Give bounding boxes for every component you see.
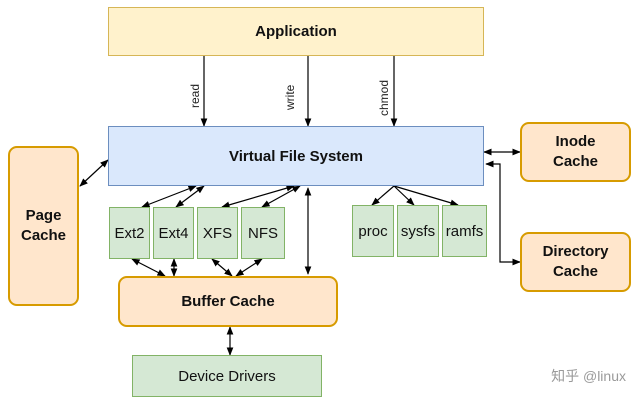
fs-nfs-label: NFS — [248, 224, 278, 242]
chmod-label: chmod — [377, 79, 391, 116]
fs-proc-label: proc — [358, 222, 388, 240]
vfs-directory-arrow — [485, 160, 521, 266]
inode-cache-box: Inode Cache — [520, 122, 631, 182]
fs-proc-box: proc — [352, 205, 394, 257]
page-cache-vfs-arrow — [79, 159, 109, 187]
xfs-buffer-arrow — [211, 258, 233, 277]
nfs-buffer-arrow — [235, 258, 263, 277]
fs-sysfs-label: sysfs — [400, 222, 436, 240]
vfs-ramfs-arrow — [393, 185, 459, 207]
fs-nfs-box: NFS — [241, 207, 285, 259]
fs-sysfs-box: sysfs — [397, 205, 439, 257]
fs-xfs-label: XFS — [202, 224, 233, 242]
read-label: read — [188, 83, 202, 108]
fs-ext4-box: Ext4 — [153, 207, 194, 259]
application-box: Application — [108, 7, 484, 56]
device-drivers-box: Device Drivers — [132, 355, 322, 397]
vfs-ext4-arrow — [175, 185, 205, 208]
fs-ext2-box: Ext2 — [109, 207, 150, 259]
buffer-cache-box: Buffer Cache — [118, 276, 338, 327]
vfs-xfs-arrow — [221, 184, 295, 209]
write-label: write — [283, 84, 297, 110]
directory-cache-label: Directory Cache — [542, 243, 609, 280]
vfs-proc-arrow — [371, 185, 395, 206]
vfs-label: Virtual File System — [229, 147, 363, 165]
fs-ramfs-box: ramfs — [442, 205, 487, 257]
vfs-ext2-arrow — [141, 185, 197, 208]
watermark-text: 知乎 @linux — [551, 368, 626, 384]
fs-ramfs-label: ramfs — [445, 222, 484, 240]
ext2-buffer-arrow — [131, 258, 166, 277]
directory-cache-box: Directory Cache — [520, 232, 631, 292]
page-cache-box: Page Cache — [8, 146, 79, 306]
inode-cache-label: Inode Cache — [552, 133, 599, 170]
application-label: Application — [255, 23, 337, 40]
vfs-nfs-arrow — [261, 185, 301, 208]
buffer-cache-label: Buffer Cache — [181, 293, 275, 310]
vfs-sysfs-arrow — [393, 185, 415, 206]
fs-ext4-label: Ext4 — [158, 224, 189, 242]
fs-ext2-label: Ext2 — [114, 224, 145, 242]
device-drivers-label: Device Drivers — [178, 367, 276, 385]
page-cache-label: Page Cache — [20, 207, 67, 244]
fs-xfs-box: XFS — [197, 207, 238, 259]
vfs-box: Virtual File System — [108, 126, 484, 186]
